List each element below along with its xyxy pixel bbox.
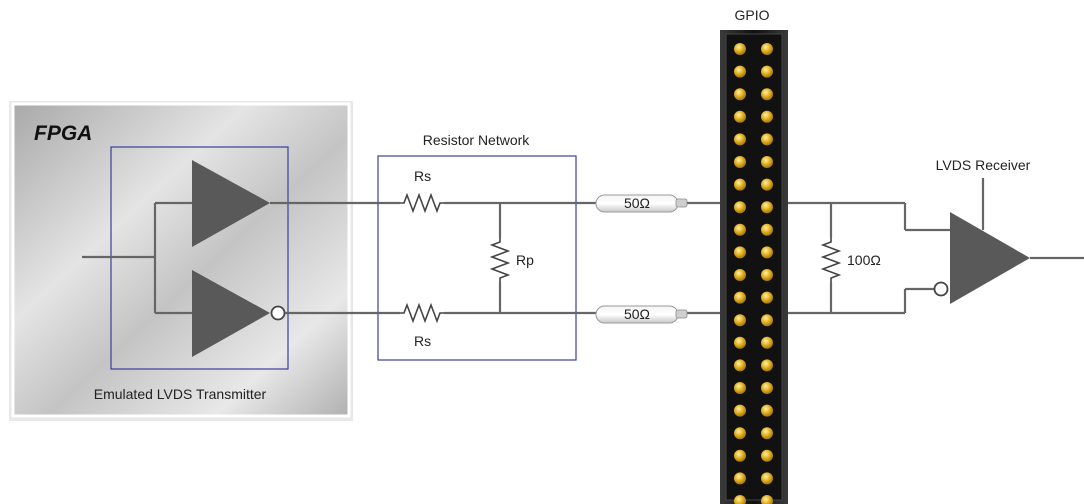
cable-bottom: 50Ω <box>595 305 688 324</box>
gpio-pin <box>761 382 773 394</box>
gpio-pin <box>734 246 746 259</box>
series-resistor-top-label: Rs <box>414 168 431 184</box>
gpio-pin <box>761 43 773 55</box>
gpio-pin <box>761 336 773 349</box>
gpio-pin <box>734 336 746 349</box>
series-resistor-bottom <box>400 302 444 324</box>
gpio-pin <box>734 156 746 168</box>
gpio-pin <box>734 382 746 394</box>
gpio-pin <box>734 43 746 55</box>
gpio-pin <box>734 88 746 101</box>
parallel-resistor-label: Rp <box>516 252 534 268</box>
cable-top: 50Ω <box>595 194 688 213</box>
gpio-pin <box>734 495 746 504</box>
gpio-pin <box>734 269 746 281</box>
gpio-pin <box>761 178 773 191</box>
resistor-network-box <box>377 155 577 361</box>
gpio-pin <box>761 359 773 372</box>
parallel-resistor <box>489 203 511 313</box>
gpio-pin <box>761 449 773 462</box>
gpio-pin <box>761 201 773 214</box>
receiver-wiring <box>788 178 1084 315</box>
gpio-pin <box>761 314 773 327</box>
transmitter-label: Emulated LVDS Transmitter <box>94 386 267 402</box>
gpio-pin <box>734 449 746 462</box>
gpio-pins <box>734 43 773 504</box>
gpio-title: GPIO <box>734 7 769 23</box>
gpio-pin <box>734 472 746 485</box>
gpio-pin <box>734 201 746 214</box>
gpio-pin <box>761 269 773 281</box>
gpio-pin <box>761 88 773 101</box>
termination-resistor-label: 100Ω <box>847 252 881 268</box>
input-wiring <box>82 201 192 315</box>
resistor-network-title: Resistor Network <box>423 132 531 148</box>
gpio-pin <box>761 404 773 417</box>
noninverting-buffer <box>192 160 270 247</box>
receiver-inverter-bubble <box>933 281 949 297</box>
cable-bottom-label: 50Ω <box>624 306 650 322</box>
gpio-pin <box>761 246 773 259</box>
gpio-pin <box>734 65 746 78</box>
gpio-pin <box>761 472 773 485</box>
gpio-pin <box>761 495 773 504</box>
gpio-pin <box>761 156 773 168</box>
inverter-bubble <box>270 305 286 321</box>
gpio-pin <box>734 110 746 123</box>
gpio-pin <box>734 223 746 236</box>
gpio-pin <box>761 133 773 146</box>
receiver-buffer <box>950 212 1030 304</box>
gpio-header <box>720 30 788 504</box>
gpio-pin <box>761 110 773 123</box>
gpio-pin <box>734 314 746 327</box>
gpio-pin <box>761 427 773 440</box>
gpio-pin <box>734 291 746 304</box>
series-resistor-top <box>400 192 444 214</box>
receiver-title: LVDS Receiver <box>936 157 1031 173</box>
gpio-pin <box>761 65 773 78</box>
gpio-pin <box>734 359 746 372</box>
gpio-pin <box>761 291 773 304</box>
gpio-pin <box>734 133 746 146</box>
series-resistor-bottom-label: Rs <box>414 333 431 349</box>
gpio-pin <box>761 223 773 236</box>
inverting-buffer <box>192 270 270 357</box>
gpio-pin <box>734 404 746 417</box>
termination-resistor <box>820 203 842 313</box>
fpga-title: FPGA <box>34 122 92 145</box>
fpga-block: FPGA <box>9 101 353 421</box>
gpio-pin <box>734 178 746 191</box>
gpio-pin <box>734 427 746 440</box>
cable-top-label: 50Ω <box>624 195 650 211</box>
